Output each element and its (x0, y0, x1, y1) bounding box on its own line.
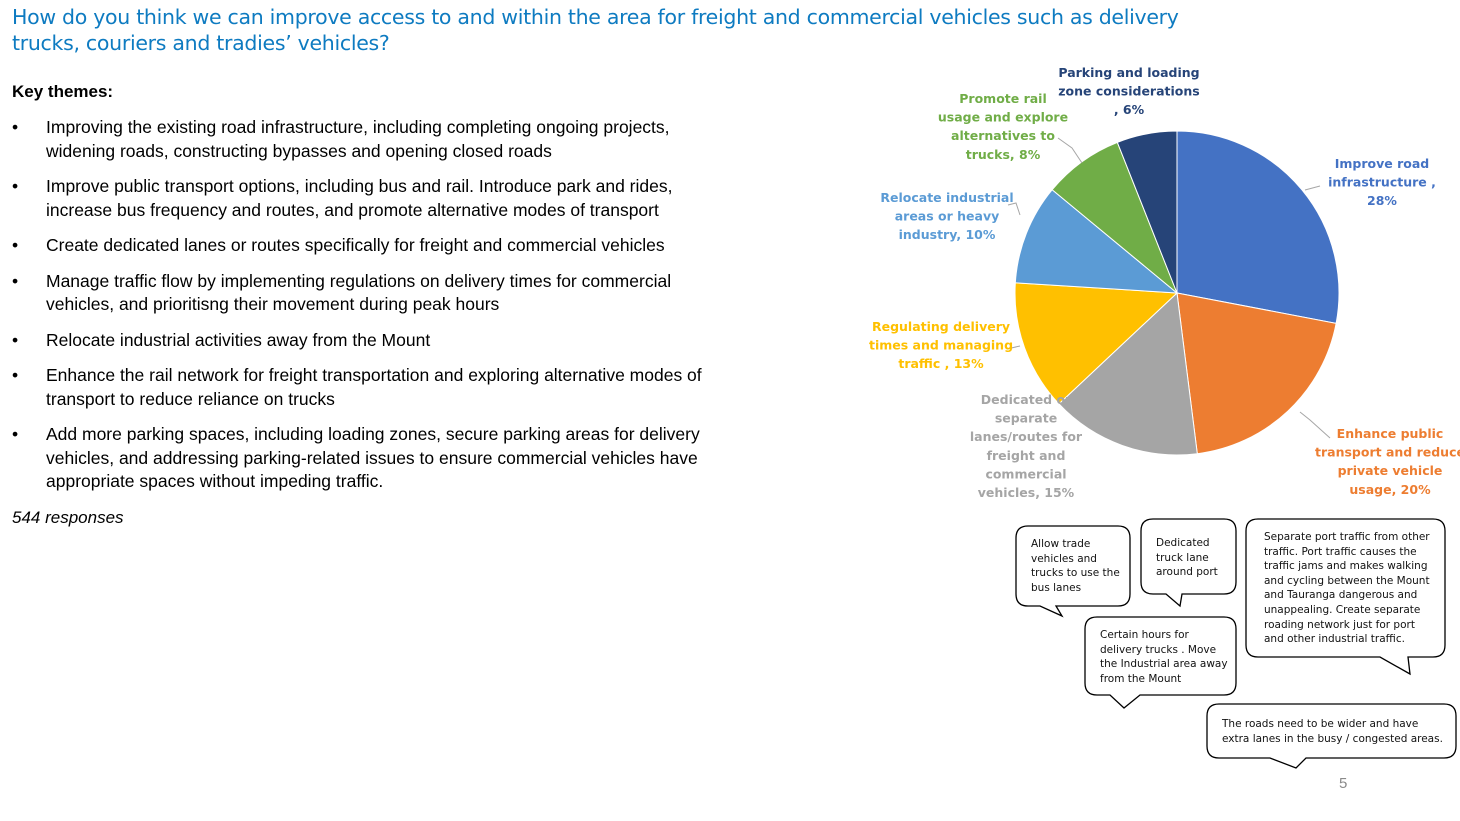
pie-slice (1058, 291, 1198, 456)
label-leader-line (1304, 185, 1321, 191)
label-leader-line (1007, 202, 1021, 216)
theme-text: Improve public transport options, includ… (46, 176, 673, 220)
pie-slice (1176, 292, 1337, 455)
theme-text: Improving the existing road infrastructu… (46, 117, 670, 161)
speech-bubble (1140, 518, 1237, 608)
speech-bubble (1245, 518, 1446, 676)
theme-item: • Improve public transport options, inclu… (12, 175, 742, 222)
slide-title: How do you think we can improve access t… (12, 5, 1179, 55)
theme-text: Manage traffic flow by implementing regu… (46, 270, 672, 315)
quote-text: Dedicated truck lane around port (1156, 537, 1218, 579)
bullet-icon: • (12, 365, 19, 385)
theme-text: Enhance the rail network for freight tra… (46, 365, 702, 409)
bullet-icon: • (12, 424, 19, 444)
bullet-icon: • (12, 329, 19, 350)
pie-slice (1116, 130, 1178, 294)
speech-bubble (1206, 703, 1457, 769)
theme-item: • Relocate industrial activities away fro… (12, 329, 742, 353)
quote-text: Allow trade vehicles and trucks to use t… (1031, 538, 1120, 594)
theme-text: Create dedicated lanes or routes specifi… (46, 235, 665, 255)
pie-slice (1176, 130, 1340, 324)
bullet-icon: • (12, 117, 19, 137)
speech-bubble (1015, 525, 1131, 618)
label-leader-line (1006, 345, 1021, 350)
quote-text: Separate port traffic from other traffic… (1264, 531, 1430, 646)
key-themes-list: • Improving the existing road infrastruct… (12, 116, 742, 506)
speech-bubble (1084, 616, 1237, 709)
bullet-icon: • (12, 176, 19, 196)
theme-item: • Improving the existing road infrastruct… (12, 116, 742, 163)
pie-slice (1014, 282, 1179, 405)
label-leader-line (1299, 411, 1331, 439)
quote-text: The roads need to be wider and have extr… (1222, 718, 1443, 745)
bullet-icon: • (12, 270, 19, 291)
quote-text: Certain hours for delivery trucks . Move… (1100, 629, 1228, 685)
label-leader-line (1057, 137, 1083, 164)
theme-item: • Manage traffic flow by implementing reg… (12, 270, 742, 317)
page-number: 5 (1339, 775, 1348, 792)
response-count: 544 responses (12, 508, 124, 527)
theme-text: Add more parking spaces, including loadi… (46, 424, 700, 491)
bullet-icon: • (12, 235, 19, 255)
theme-item: • Create dedicated lanes or routes specif… (12, 234, 742, 258)
theme-item: • Add more parking spaces, including load… (12, 423, 742, 494)
key-themes-heading: Key themes: (12, 82, 114, 101)
pie-slice (1014, 189, 1179, 294)
theme-item: • Enhance the rail network for freight tr… (12, 364, 742, 411)
theme-text: Relocate industrial activities away from… (46, 329, 431, 350)
